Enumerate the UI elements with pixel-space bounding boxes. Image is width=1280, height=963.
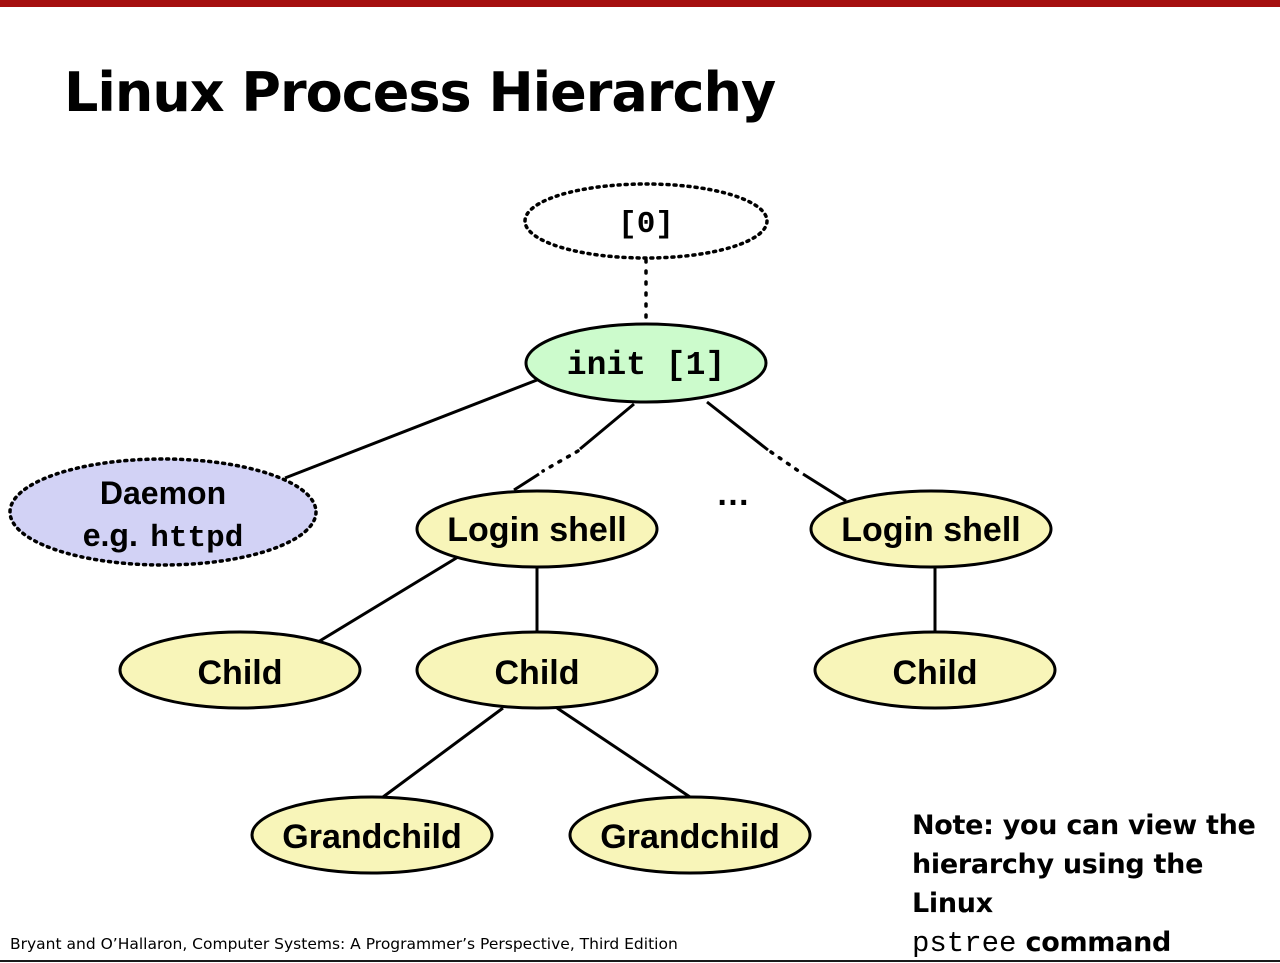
- edge-init-login-left-dotted: [541, 449, 580, 473]
- node-child-left: Child: [118, 630, 362, 710]
- root-label: [0]: [618, 207, 674, 242]
- node-login-shell-left: Login shell: [415, 489, 659, 569]
- edge-init-login-left-solid-bottom: [513, 472, 540, 492]
- edge-init-login-right-dotted: [769, 450, 802, 474]
- node-login-shell-right: Login shell: [809, 489, 1053, 569]
- login-shell-left-label: Login shell: [447, 511, 626, 549]
- child-left-ellipse: [118, 630, 362, 710]
- bottom-rule: [0, 960, 1280, 962]
- footer-citation: Bryant and O’Hallaron, Computer Systems:…: [10, 935, 678, 953]
- note-line-2: hierarchy using the Linux: [912, 849, 1204, 919]
- login-shell-right-ellipse: [809, 489, 1053, 569]
- daemon-ellipse: [8, 457, 318, 567]
- daemon-label: Daemon: [100, 475, 226, 511]
- edge-init-login-right-solid-top: [706, 400, 769, 452]
- node-root: [0]: [523, 182, 769, 260]
- edge-init-daemon: [284, 378, 538, 480]
- child-middle-ellipse: [415, 630, 659, 710]
- node-grandchild-right: Grandchild: [568, 795, 812, 875]
- node-grandchild-left: Grandchild: [250, 795, 494, 875]
- note-line-3: pstree command: [912, 923, 1272, 963]
- child-right-label: Child: [893, 654, 978, 692]
- child-middle-label: Child: [495, 654, 580, 692]
- login-shell-right-label: Login shell: [841, 511, 1020, 549]
- top-accent-bar: [0, 0, 1280, 7]
- edge-child-grandchild-right: [556, 706, 691, 799]
- child-right-ellipse: [813, 630, 1057, 710]
- grandchild-right-label: Grandchild: [600, 818, 779, 856]
- note-pstree-command: pstree: [912, 927, 1017, 960]
- slide-title: Linux Process Hierarchy: [64, 61, 776, 124]
- child-left-label: Child: [198, 654, 283, 692]
- init-label: init [1]: [567, 347, 725, 384]
- grandchild-right-ellipse: [568, 795, 812, 875]
- grandchild-left-label: Grandchild: [282, 818, 461, 856]
- edge-init-login-right-solid-bottom: [802, 472, 847, 503]
- edge-login-left-child-left: [317, 555, 459, 644]
- edge-child-grandchild-left: [382, 706, 504, 799]
- daemon-example-cmd: httpd: [150, 521, 243, 556]
- grandchild-left-ellipse: [250, 795, 494, 875]
- ellipsis-more-shells: …: [716, 475, 750, 513]
- node-child-right: Child: [813, 630, 1057, 710]
- node-daemon: Daemon e.g. httpd: [8, 457, 318, 567]
- pstree-note: Note: you can view the hierarchy using t…: [912, 806, 1272, 963]
- daemon-example: e.g. httpd: [83, 517, 244, 556]
- daemon-example-prefix: e.g.: [83, 517, 138, 553]
- node-child-middle: Child: [415, 630, 659, 710]
- edge-init-login-left-solid-top: [579, 402, 635, 451]
- note-suffix: command: [1016, 927, 1172, 958]
- init-ellipse: [524, 322, 768, 404]
- note-line-1: Note: you can view the: [912, 810, 1256, 841]
- root-ellipse: [523, 182, 769, 260]
- login-shell-left-ellipse: [415, 489, 659, 569]
- node-init: init [1]: [524, 322, 768, 404]
